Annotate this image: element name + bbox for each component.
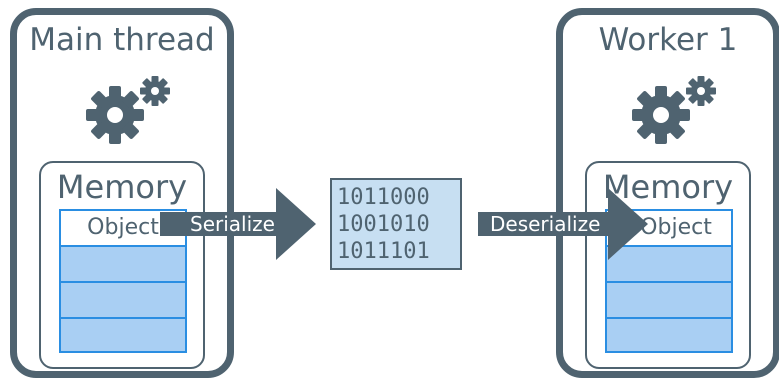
worker-thread-box: Worker 1 xyxy=(556,8,779,378)
worker-memory-label: Memory xyxy=(602,168,734,206)
serialize-arrow xyxy=(160,188,316,260)
binary-line: 1011101 xyxy=(337,239,430,264)
main-thread-title: Main thread xyxy=(29,22,215,58)
main-memory-stack: Object xyxy=(59,209,187,353)
deserialize-label: Deserialize xyxy=(490,212,601,236)
gears-icon xyxy=(86,76,170,144)
binary-line: 1011000 xyxy=(337,185,430,210)
main-memory-box: Memory Object xyxy=(39,161,205,369)
worker-thread-title: Worker 1 xyxy=(598,22,738,58)
deserialize-arrow xyxy=(478,188,648,260)
worker-memory-slot xyxy=(607,317,731,353)
binary-data-box: 1011000 1001010 1011101 xyxy=(330,178,462,270)
main-memory-slot xyxy=(61,281,185,317)
binary-line: 1001010 xyxy=(337,212,430,237)
worker-memory-slot xyxy=(607,281,731,317)
main-memory-slot xyxy=(61,317,185,353)
gears-icon xyxy=(632,76,716,144)
main-thread-box: Main thread xyxy=(10,8,234,378)
serialize-label: Serialize xyxy=(190,212,275,236)
main-memory-slot xyxy=(61,245,185,281)
main-memory-label: Memory xyxy=(56,168,188,206)
worker-memory-slot xyxy=(607,245,731,281)
